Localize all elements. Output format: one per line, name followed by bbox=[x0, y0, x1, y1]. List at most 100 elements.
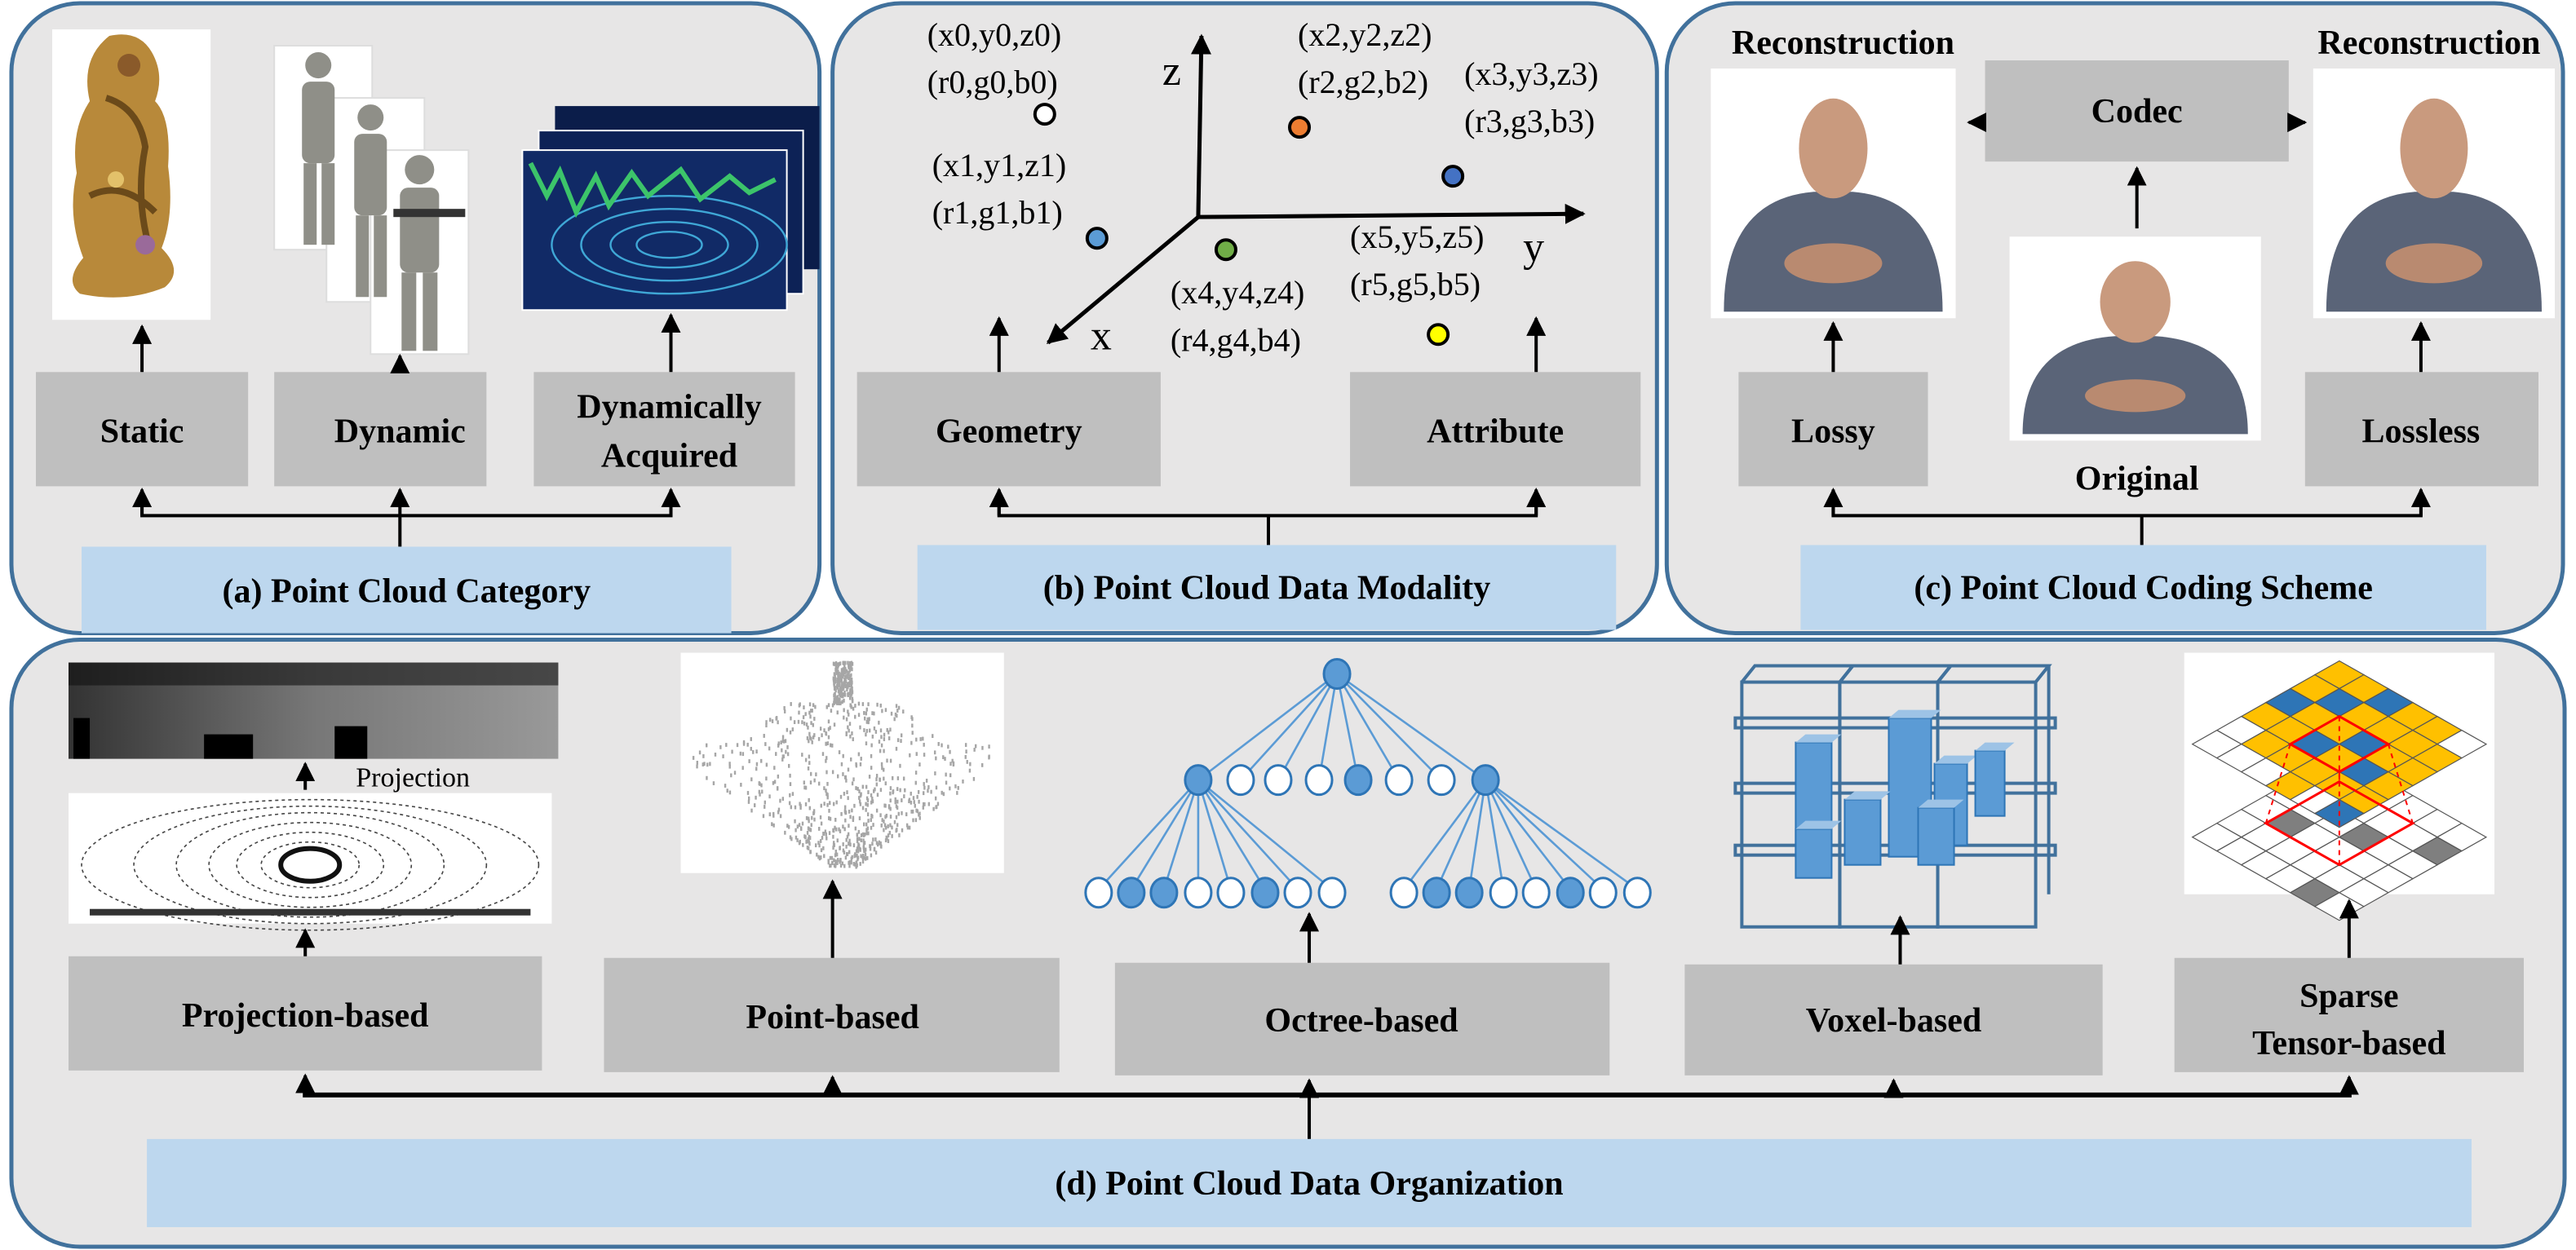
static-label: Static bbox=[100, 413, 184, 450]
octree-leaf-node bbox=[1149, 877, 1179, 909]
lossy-label: Lossy bbox=[1791, 413, 1875, 450]
point-4-attribute-label: (r4,g4,b4) bbox=[1171, 321, 1301, 358]
point-5-attribute-label: (r5,g5,b5) bbox=[1350, 266, 1481, 303]
voxel-cube bbox=[1917, 806, 1955, 866]
data-point bbox=[1085, 227, 1109, 250]
octree-node bbox=[1264, 764, 1293, 797]
octree-node bbox=[1427, 764, 1456, 797]
octree-leaf-node bbox=[1454, 877, 1484, 909]
octree-root-node bbox=[1322, 658, 1352, 691]
point-1-attribute-label: (r1,g1,b1) bbox=[932, 194, 1063, 231]
octree-based-label: Octree-based bbox=[1264, 1002, 1458, 1040]
sparse-label: Sparse bbox=[2299, 978, 2398, 1015]
panel-data-organization: Projection Projection-based Point-based … bbox=[9, 638, 2567, 1249]
data-points: (x0,y0,z0) (r0,g0,b0) (x1,y1,z1) (r1,g1,… bbox=[927, 16, 1599, 358]
octree-leaf-node bbox=[1250, 877, 1280, 909]
sparse-tensor-output-grid bbox=[2191, 660, 2488, 828]
static-point-cloud-image bbox=[52, 29, 211, 320]
octree-leaf-node bbox=[1389, 877, 1419, 909]
octree-leaf-node bbox=[1588, 877, 1618, 909]
voxel-grid-diagram bbox=[1733, 664, 2057, 929]
octree-node bbox=[1226, 764, 1255, 797]
panel-data-modality: z y x (x0,y0,z0) (r0,g0,b0) (x1,y1,z1) (… bbox=[830, 1, 1659, 636]
face-images bbox=[1711, 68, 2556, 441]
coding-caption: (c) Point Cloud Coding Scheme bbox=[1914, 569, 2373, 607]
octree-diagram bbox=[1084, 658, 1652, 909]
point-0-attribute-label: (r0,g0,b0) bbox=[927, 64, 1058, 100]
data-point bbox=[1441, 165, 1465, 188]
data-point bbox=[1214, 238, 1237, 262]
octree-leaf-node bbox=[1556, 877, 1585, 909]
dynamically-acquired-point-cloud-image bbox=[521, 106, 820, 311]
lossy-reconstruction-image bbox=[1711, 68, 1956, 319]
point-based-label: Point-based bbox=[746, 999, 918, 1036]
dynamic-box bbox=[274, 372, 487, 487]
panel-d-arrows bbox=[295, 879, 2359, 1139]
organization-caption: (d) Point Cloud Data Organization bbox=[1055, 1165, 1563, 1203]
panel-c-arrows bbox=[1823, 113, 2431, 545]
voxel-based-label: Voxel-based bbox=[1806, 1002, 1982, 1040]
octree-node bbox=[1471, 764, 1500, 797]
point-3-position-label: (x3,y3,z3) bbox=[1464, 55, 1598, 92]
modality-caption-box bbox=[917, 545, 1617, 630]
codec-box bbox=[1985, 60, 2289, 162]
point-2-attribute-label: (r2,g2,b2) bbox=[1298, 64, 1428, 100]
octree-leaf-node bbox=[1184, 877, 1213, 909]
y-axis-label: y bbox=[1523, 224, 1544, 271]
point-based-box bbox=[604, 957, 1060, 1072]
voxel-cube bbox=[1974, 749, 2006, 817]
octree-leaf-node bbox=[1521, 877, 1551, 909]
octree-leaf-node bbox=[1216, 877, 1246, 909]
dynamically-acquired-box bbox=[533, 372, 795, 487]
original-label: Original bbox=[2075, 460, 2199, 497]
data-point bbox=[1427, 323, 1450, 347]
codec-label: Codec bbox=[2091, 93, 2183, 130]
octree-leaf-node bbox=[1283, 877, 1312, 909]
attribute-label: Attribute bbox=[1427, 413, 1564, 450]
geometry-label: Geometry bbox=[936, 413, 1082, 450]
point-4-position-label: (x4,y4,z4) bbox=[1171, 274, 1304, 311]
dynamic-label: Dynamic bbox=[334, 413, 466, 450]
sparse-tensor-diagram bbox=[2184, 652, 2494, 921]
octree-leaf-node bbox=[1622, 877, 1652, 909]
data-point bbox=[1033, 103, 1056, 126]
range-image bbox=[69, 662, 559, 759]
octree-node bbox=[1343, 764, 1373, 797]
octree-leaf-node bbox=[1117, 877, 1146, 909]
point-1-position-label: (x1,y1,z1) bbox=[932, 147, 1066, 183]
z-axis-label: z bbox=[1162, 48, 1181, 95]
organization-caption-box bbox=[147, 1138, 2472, 1227]
dynamically-label: Dynamically bbox=[577, 388, 761, 426]
data-point bbox=[1288, 116, 1312, 139]
panel-coding-scheme: Reconstruction Reconstruction Codec Loss… bbox=[1664, 1, 2565, 636]
panel-b-arrows bbox=[989, 316, 1547, 545]
lidar-scan-image bbox=[69, 793, 552, 931]
attribute-box bbox=[1350, 372, 1641, 487]
lossless-label: Lossless bbox=[2362, 413, 2481, 450]
point-0-position-label: (x0,y0,z0) bbox=[927, 16, 1061, 53]
octree-leaf-node bbox=[1489, 877, 1518, 909]
point-5-position-label: (x5,y5,z5) bbox=[1350, 219, 1484, 255]
projection-based-box bbox=[69, 956, 542, 1071]
geometry-box bbox=[856, 372, 1161, 487]
coding-caption-box bbox=[1800, 545, 2486, 630]
category-caption: (a) Point Cloud Category bbox=[222, 572, 591, 610]
original-image bbox=[2009, 236, 2261, 441]
point-2-position-label: (x2,y2,z2) bbox=[1298, 16, 1432, 53]
voxel-cube bbox=[1795, 828, 1833, 879]
lossless-box bbox=[2304, 372, 2538, 487]
modality-caption: (b) Point Cloud Data Modality bbox=[1043, 569, 1491, 607]
projection-based-label: Projection-based bbox=[182, 997, 429, 1035]
reconstruction-left-label: Reconstruction bbox=[1732, 24, 1954, 62]
octree-leaf-node bbox=[1422, 877, 1451, 909]
acquired-label: Acquired bbox=[601, 437, 737, 475]
lossless-reconstruction-image bbox=[2313, 68, 2556, 319]
octree-node bbox=[1384, 764, 1414, 797]
dynamic-point-cloud-image bbox=[273, 45, 470, 356]
static-box bbox=[35, 372, 249, 487]
octree-leaf-node bbox=[1317, 877, 1347, 909]
octree-node bbox=[1184, 764, 1213, 797]
projection-label: Projection bbox=[356, 763, 470, 793]
octree-based-box bbox=[1114, 962, 1610, 1076]
sparse-tensor-based-box bbox=[2174, 957, 2524, 1072]
